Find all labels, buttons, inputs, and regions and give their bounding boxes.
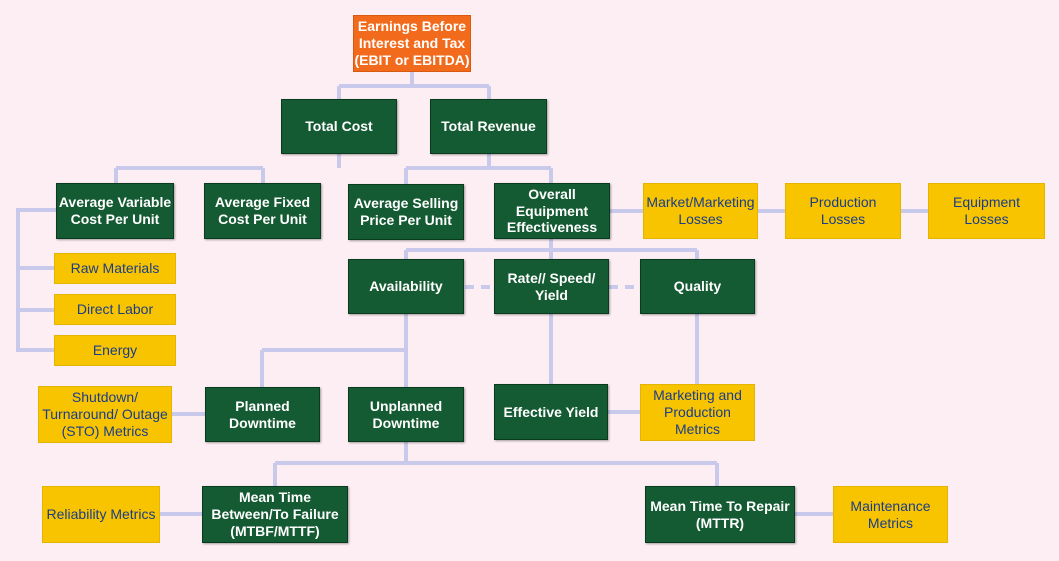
oee-node: Overall Equipment Effectiveness xyxy=(494,183,610,239)
production-losses-node: Production Losses xyxy=(785,183,901,239)
avg-variable-cost-node: Average Variable Cost Per Unit xyxy=(56,183,174,239)
connector-total-cost-children xyxy=(114,154,341,184)
avg-selling-price-node: Average Selling Price Per Unit xyxy=(348,184,464,240)
energy-node: Energy xyxy=(54,335,176,366)
marketing-production-metrics-node: Marketing and Production Metrics xyxy=(640,384,755,441)
connector-variable-cost-items xyxy=(16,208,56,352)
connector-ebit-children xyxy=(337,72,491,100)
raw-materials-node: Raw Materials xyxy=(54,253,176,284)
connector-oee-children xyxy=(404,238,699,260)
total-cost-node: Total Cost xyxy=(281,99,397,154)
maintenance-metrics-node: Maintenance Metrics xyxy=(833,486,948,543)
planned-downtime-node: Planned Downtime xyxy=(205,387,320,442)
rate-speed-yield-node: Rate// Speed/ Yield xyxy=(494,259,609,314)
reliability-metrics-node: Reliability Metrics xyxy=(42,486,160,543)
equipment-losses-node: Equipment Losses xyxy=(928,183,1045,239)
total-revenue-node: Total Revenue xyxy=(430,99,547,154)
unplanned-downtime-node: Unplanned Downtime xyxy=(348,387,464,442)
availability-node: Availability xyxy=(348,259,464,314)
connector-total-revenue-children xyxy=(404,154,553,184)
mtbf-node: Mean Time Between/To Failure (MTBF/MTTF) xyxy=(202,486,348,543)
direct-labor-node: Direct Labor xyxy=(54,294,176,325)
sto-metrics-node: Shutdown/ Turnaround/ Outage (STO) Metri… xyxy=(38,386,172,443)
effective-yield-node: Effective Yield xyxy=(494,384,608,440)
ebit-node: Earnings Before Interest and Tax (EBIT o… xyxy=(353,15,471,72)
avg-fixed-cost-node: Average Fixed Cost Per Unit xyxy=(204,183,321,239)
market-losses-node: Market/Marketing Losses xyxy=(643,183,758,239)
mttr-node: Mean Time To Repair (MTTR) xyxy=(645,486,795,543)
quality-node: Quality xyxy=(640,259,755,314)
connector-availability-children xyxy=(260,314,408,388)
connector-unplanned-children xyxy=(273,440,719,487)
